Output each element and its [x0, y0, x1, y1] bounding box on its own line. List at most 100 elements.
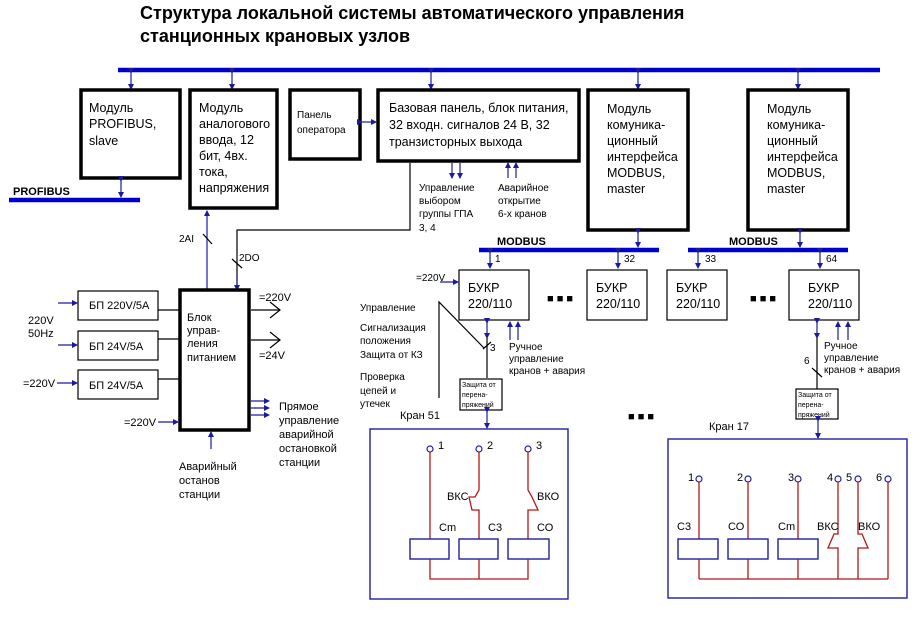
svg-text:220/110: 220/110	[468, 297, 512, 311]
svg-text:управление: управление	[824, 353, 879, 364]
svg-text:220/110: 220/110	[596, 297, 640, 311]
svg-text:БУКР: БУКР	[468, 281, 499, 295]
svg-text:управ-: управ-	[187, 325, 221, 337]
svg-text:интерфейса: интерфейса	[767, 150, 838, 164]
svg-text:оператора: оператора	[297, 125, 346, 136]
surge-protection-crane51: Защита от перена- пряжений	[459, 378, 503, 411]
power-section: БП 220V/5A БП 24V/5A БП 24V/5A 220V 50Hz…	[23, 288, 339, 501]
svg-text:Ручное: Ручное	[824, 341, 858, 352]
module-modbus-master-1: Модуль комуника- ционный интерфейса MODB…	[586, 88, 690, 232]
svg-text:группы ГПА: группы ГПА	[419, 209, 473, 220]
svg-text:MODBUS,: MODBUS,	[767, 166, 825, 180]
svg-text:Защита от: Защита от	[462, 382, 496, 389]
svg-text:3, 4: 3, 4	[419, 223, 436, 234]
svg-text:БУКР: БУКР	[676, 281, 707, 295]
power-control-block	[178, 288, 251, 432]
svg-text:6-х кранов: 6-х кранов	[498, 209, 547, 220]
svg-text:Управление: Управление	[419, 183, 475, 194]
svg-text:Блок: Блок	[187, 312, 212, 324]
svg-text:СО: СО	[537, 522, 554, 534]
crane-ellipsis: ■ ■ ■	[628, 411, 654, 423]
manual-control-label-1: Ручное управление кранов + авария	[509, 342, 585, 377]
svg-text:управление: управление	[509, 354, 564, 365]
svg-text:БУКР: БУКР	[808, 281, 839, 295]
svg-text:С3: С3	[677, 521, 691, 533]
svg-text:интерфейса: интерфейса	[607, 150, 678, 164]
svg-text:напряжения: напряжения	[199, 181, 269, 195]
svg-text:выбором: выбором	[419, 195, 461, 207]
profibus-label: PROFIBUS	[13, 186, 70, 198]
svg-text:транзисторных выхода: транзисторных выхода	[389, 135, 522, 149]
base-panel: Базовая панель, блок питания, 32 входн. …	[376, 88, 581, 163]
svg-text:аналогового: аналогового	[199, 117, 270, 131]
svg-text:Защита от КЗ: Защита от КЗ	[360, 350, 423, 361]
svg-text:кранов + авария: кранов + авария	[824, 365, 900, 376]
svg-text:перена-: перена-	[462, 392, 488, 399]
svg-text:Модуль: Модуль	[199, 101, 243, 115]
svg-text:ционный: ционный	[607, 134, 658, 148]
svg-text:комуника-: комуника-	[607, 118, 665, 132]
svg-text:220/110: 220/110	[808, 297, 852, 311]
svg-text:пряжений: пряжений	[462, 401, 494, 409]
bukr-functions: Управление Сигнализация положения Защита…	[360, 303, 426, 410]
bukr-32: БУКР 220/110	[586, 269, 648, 321]
svg-text:станции: станции	[179, 489, 220, 501]
svg-text:Прямое: Прямое	[279, 401, 319, 413]
svg-text:3: 3	[536, 440, 542, 452]
svg-text:Базовая панель, блок питания,: Базовая панель, блок питания,	[389, 101, 569, 115]
svg-text:кранов + авария: кранов + авария	[509, 366, 585, 377]
svg-text:перена-: перена-	[798, 402, 824, 409]
modbus-right-label: MODBUS	[729, 236, 778, 248]
svg-text:6: 6	[876, 472, 882, 484]
svg-text:ВКО: ВКО	[537, 491, 560, 503]
diagram-title-line2: станционных крановых узлов	[140, 26, 410, 46]
crane-17: Кран 17 1 2 3 4 5 6 С3 СО Cm ВКС ВКО	[667, 421, 908, 599]
svg-text:БУКР: БУКР	[596, 281, 627, 295]
svg-text:комуника-: комуника-	[767, 118, 825, 132]
svg-text:Защита от: Защита от	[798, 392, 832, 399]
svg-text:master: master	[607, 182, 645, 196]
svg-text:=220V: =220V	[259, 292, 292, 304]
svg-text:утечек: утечек	[360, 399, 390, 410]
bukr-64: БУКР 220/110	[788, 269, 860, 321]
svg-text:питанием: питанием	[187, 352, 236, 364]
svg-text:положения: положения	[360, 336, 411, 347]
modbus-left-label: MODBUS	[497, 236, 546, 248]
svg-text:С3: С3	[488, 522, 502, 534]
crane-51: Кран 51 1 2 3 ВКС ВКО Cm С3 СО	[369, 410, 569, 600]
svg-text:3: 3	[788, 472, 794, 484]
psu-220v	[77, 290, 159, 321]
svg-text:останов: останов	[179, 475, 220, 487]
svg-text:MODBUS,: MODBUS,	[607, 166, 665, 180]
svg-text:остановкой: остановкой	[279, 443, 337, 455]
module-modbus-master-2: Модуль комуника- ционный интерфейса MODB…	[746, 88, 850, 232]
svg-text:=220V: =220V	[124, 417, 157, 429]
surge-protection-crane17: Защита от перена- пряжений	[795, 388, 839, 420]
svg-text:Модуль: Модуль	[607, 102, 651, 116]
svg-text:Аварийное: Аварийное	[498, 183, 549, 194]
svg-text:СО: СО	[728, 521, 745, 533]
svg-text:Модуль: Модуль	[89, 101, 133, 115]
svg-text:master: master	[767, 182, 805, 196]
manual-control-label-64: Ручное управление кранов + авария	[824, 341, 900, 376]
psu-24v-1	[77, 330, 159, 361]
svg-text:220V: 220V	[28, 315, 54, 327]
svg-text:2: 2	[737, 472, 743, 484]
svg-text:ления: ления	[187, 338, 218, 350]
svg-text:Ручное: Ручное	[509, 342, 543, 353]
svg-text:PROFIBUS,: PROFIBUS,	[89, 117, 156, 131]
svg-text:ВКО: ВКО	[858, 521, 881, 533]
svg-text:БП 24V/5A: БП 24V/5A	[89, 341, 144, 353]
svg-text:Панель: Панель	[297, 110, 332, 121]
module-profibus-slave: Модуль PROFIBUS, slave	[79, 88, 182, 180]
bukr-supply-label: =220V	[416, 273, 446, 284]
operator-panel: Панель оператора	[288, 88, 362, 161]
svg-text:Проверка: Проверка	[360, 372, 405, 383]
svg-text:50Hz: 50Hz	[28, 328, 54, 340]
svg-text:220/110: 220/110	[676, 297, 720, 311]
crane17-title: Кран 17	[709, 421, 749, 433]
bukr-address-64: 64	[826, 254, 838, 265]
svg-text:БП 220V/5A: БП 220V/5A	[89, 300, 150, 312]
bukr-address-32: 32	[624, 254, 636, 265]
crane51-title: Кран 51	[400, 410, 440, 422]
